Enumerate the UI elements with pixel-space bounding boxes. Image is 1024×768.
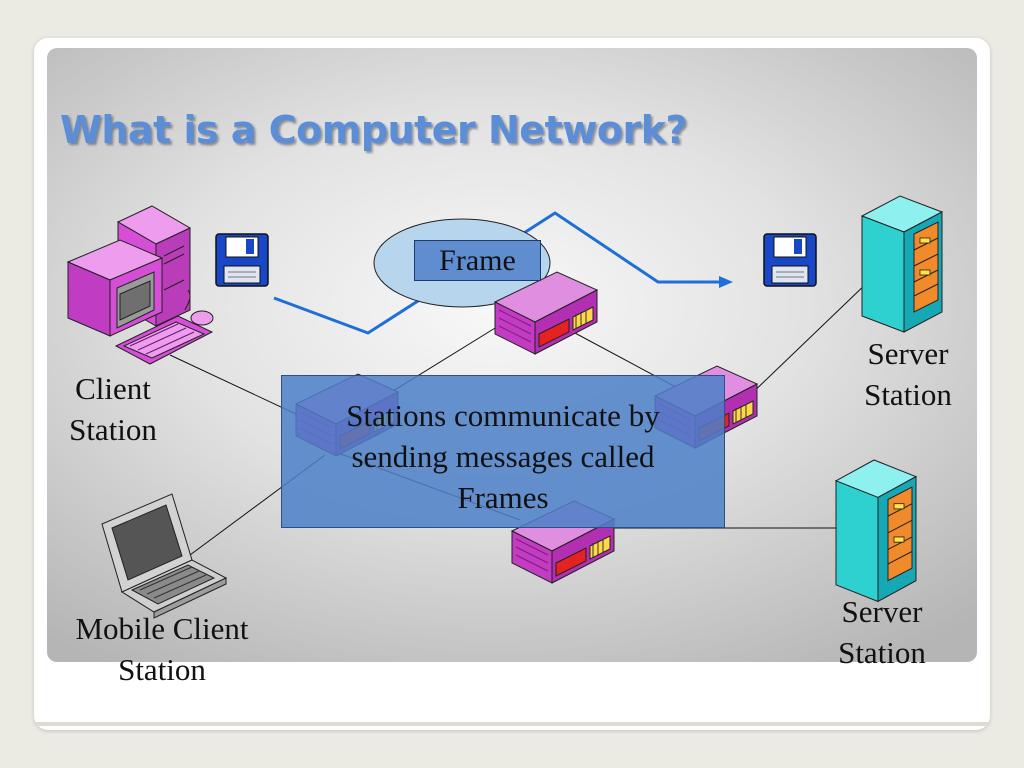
server-tower-icon bbox=[861, 195, 943, 333]
desktop-computer-icon bbox=[66, 205, 214, 365]
slide-footer-line bbox=[34, 722, 990, 726]
client-station-label: Client Station bbox=[69, 371, 157, 447]
message-text: Stations communicate by sending messages… bbox=[281, 395, 725, 518]
frame-path bbox=[273, 211, 720, 335]
frame-label: Frame bbox=[414, 240, 541, 281]
message-line: Frames bbox=[457, 480, 549, 515]
floppy-disk-icon bbox=[763, 233, 817, 287]
frame-path-arrowhead bbox=[719, 276, 733, 288]
server-station-top-label: Server Station bbox=[864, 336, 952, 412]
floppy-disk-icon bbox=[215, 233, 269, 287]
server-station-bottom-label: Server Station bbox=[838, 594, 926, 670]
message-box bbox=[281, 375, 725, 528]
mobile-client-station-label: Mobile Client Station bbox=[75, 611, 249, 687]
link-router-right-server-top bbox=[744, 279, 871, 401]
message-line: sending messages called bbox=[351, 439, 655, 474]
server-tower-icon bbox=[835, 459, 917, 602]
page-title: What is a Computer Network? bbox=[60, 108, 688, 152]
message-line: Stations communicate by bbox=[346, 398, 660, 433]
laptop-icon bbox=[101, 493, 228, 619]
